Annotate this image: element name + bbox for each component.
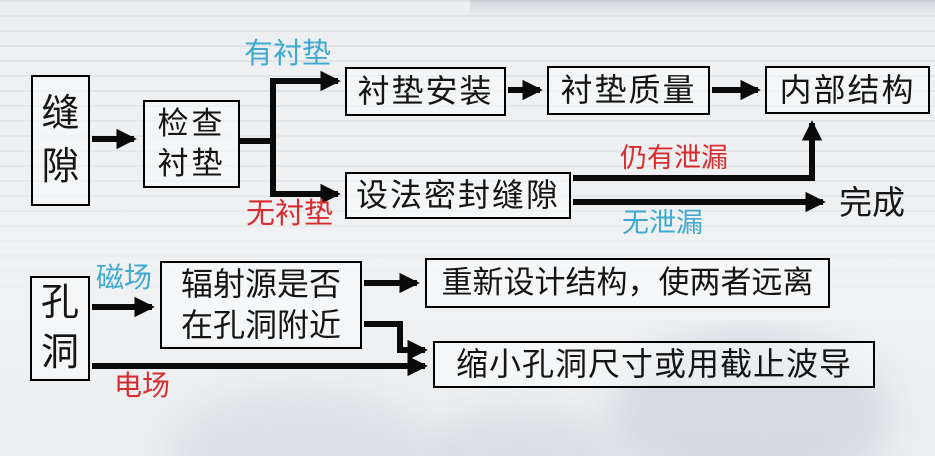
- node-gasket-installation: 衬垫安装: [345, 67, 506, 116]
- node-gasket-installation-label: 衬垫安装: [357, 73, 494, 110]
- node-radiation-source-line2: 在孔洞附近: [180, 307, 341, 343]
- node-radiation-source-near-aperture: 辐射源是否 在孔洞附近: [160, 261, 362, 349]
- terminal-done: 完成: [839, 186, 905, 222]
- node-aperture-line1: 孔: [40, 282, 79, 325]
- node-gasket-quality-label: 衬垫质量: [560, 72, 697, 109]
- node-redesign-structure-label: 重新设计结构，使两者远离: [441, 265, 814, 301]
- node-redesign-structure: 重新设计结构，使两者远离: [425, 258, 830, 308]
- node-seam-line1: 缝: [41, 93, 80, 136]
- edge-label-no-leak: 无泄漏: [622, 208, 703, 238]
- edge-label-still-leaking: 仍有泄漏: [620, 143, 728, 173]
- node-shrink-aperture-or-waveguide: 缩小孔洞尺寸或用截止波导: [433, 341, 875, 388]
- arrow-source-to-shrink: [364, 321, 428, 361]
- node-aperture: 孔 洞: [30, 276, 90, 381]
- node-seam: 缝 隙: [31, 75, 90, 206]
- node-seam-line2: 隙: [41, 145, 80, 188]
- edge-label-magnetic-field: 磁场: [96, 263, 153, 294]
- node-radiation-source-line1: 辐射源是否: [180, 266, 341, 303]
- node-check-gasket: 检查 衬垫: [143, 100, 240, 188]
- node-check-gasket-line1: 检查: [157, 106, 226, 142]
- node-seal-the-seam-label: 设法密封缝隙: [355, 177, 560, 214]
- arrow-branch-no-gasket: [270, 141, 341, 205]
- node-internal-structure-label: 内部结构: [779, 71, 916, 108]
- node-aperture-line2: 洞: [40, 331, 79, 374]
- edge-label-electric-field: 电场: [114, 371, 171, 402]
- edge-label-no-gasket: 无衬垫: [246, 198, 334, 230]
- node-gasket-quality: 衬垫质量: [547, 66, 710, 115]
- arrow-branch-has-gasket: [270, 70, 341, 141]
- node-internal-structure: 内部结构: [765, 66, 930, 114]
- node-shrink-aperture-label: 缩小孔洞尺寸或用截止波导: [455, 346, 852, 383]
- node-check-gasket-line2: 衬垫: [157, 146, 226, 181]
- edge-label-has-gasket: 有衬垫: [244, 38, 332, 70]
- node-seal-the-seam: 设法密封缝隙: [345, 172, 571, 219]
